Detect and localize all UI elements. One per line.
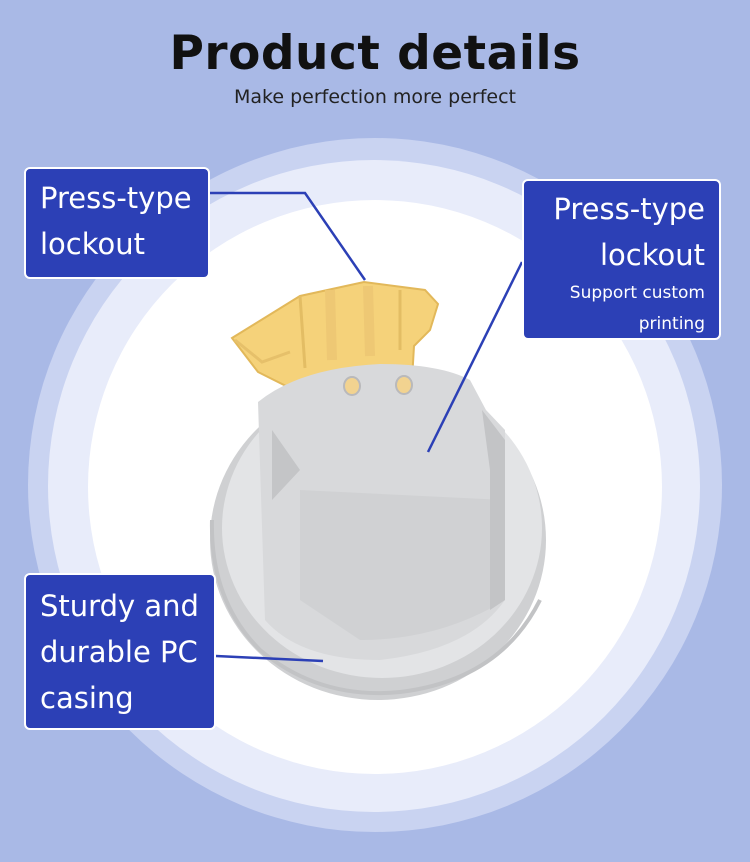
callout-line: Press-type xyxy=(553,192,705,226)
callout-press-type-lockout: Press-type lockout xyxy=(24,167,210,279)
page-title: Product details xyxy=(169,26,581,81)
lock-tab xyxy=(230,280,440,390)
callout-line: durable PC xyxy=(40,635,198,669)
callout-subline: Support custom xyxy=(569,283,705,303)
callout-pc-casing: Sturdy and durable PC casing xyxy=(24,573,216,730)
callout-line: casing xyxy=(40,681,134,715)
callout-subline: printing xyxy=(638,314,705,334)
callout-line: Sturdy and xyxy=(40,589,199,623)
callout-line: lockout xyxy=(600,238,705,272)
callout-line: Press-type xyxy=(40,181,192,215)
pc-casing xyxy=(209,364,546,700)
callout-line: lockout xyxy=(40,227,145,261)
page-subtitle: Make perfection more perfect xyxy=(233,86,516,108)
callout-custom-printing: Press-type lockout Support custom printi… xyxy=(522,179,721,340)
